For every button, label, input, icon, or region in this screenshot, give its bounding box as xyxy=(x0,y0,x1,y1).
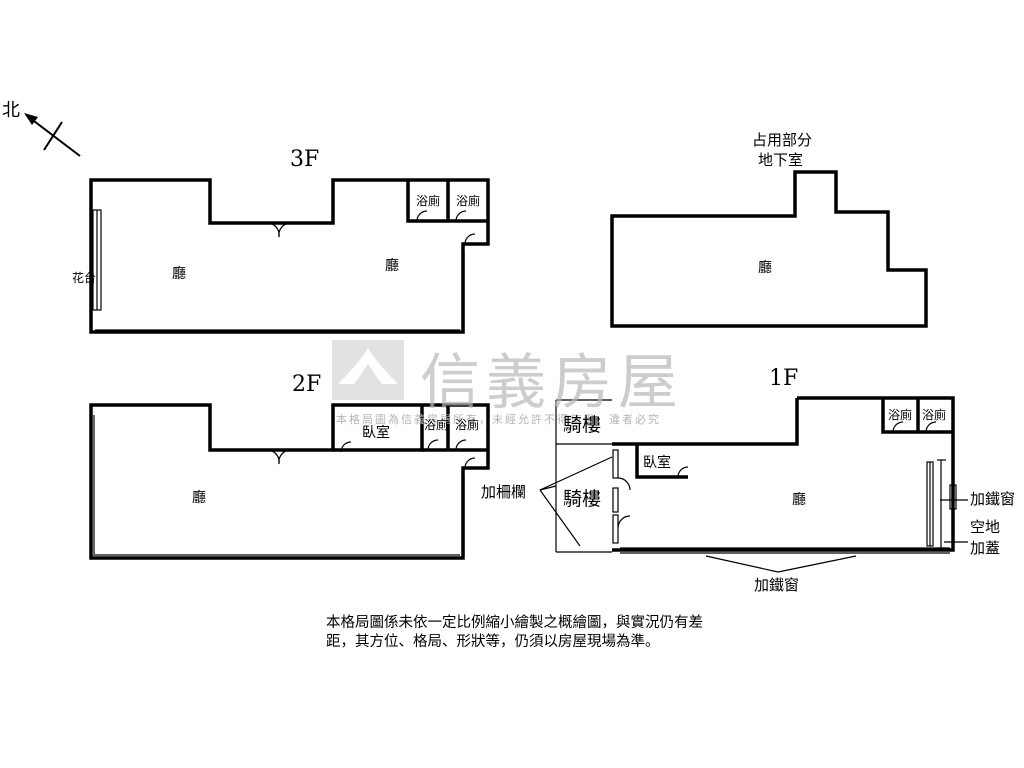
floor-3f-walls xyxy=(89,178,490,334)
basement-title-line1: 占用部分 xyxy=(752,131,813,149)
f1-iron-window-bottom-label: 加鐵窗 xyxy=(754,576,800,594)
disclaimer-note: 本格局圖係未依一定比例縮小繪製之概繪圖，與實況仍有差距，其方位、格局、形狀等，仍… xyxy=(326,615,703,650)
floor-1f-details xyxy=(539,399,968,573)
f1-bedroom-label: 臥室 xyxy=(643,455,671,471)
f1-open-space-line1: 空地 xyxy=(970,518,1001,536)
north-label: 北 xyxy=(2,100,20,121)
f2-bath1-label: 浴廁 xyxy=(424,418,449,432)
floor-label-3f: 3F xyxy=(290,147,320,172)
brand-logo-watermark xyxy=(332,340,404,400)
f1-arcade-top-label: 騎樓 xyxy=(563,414,602,436)
f3-bath2-label: 浴廁 xyxy=(456,194,481,208)
floor-2f-walls xyxy=(89,403,490,560)
floor-3f-details xyxy=(92,209,476,331)
f3-bath1-label: 浴廁 xyxy=(416,194,441,208)
f1-bath2-label: 浴廁 xyxy=(922,408,947,422)
watermark-notice: 本格局圖為信義房屋所有，未經允許不得使用，違者必究 xyxy=(336,413,661,426)
f3-hall-right-label: 廳 xyxy=(385,258,399,274)
basement-title-line2: 地下室 xyxy=(758,151,804,169)
f1-iron-window-right-label: 加鐵窗 xyxy=(970,490,1016,508)
f1-arcade-bottom-label: 騎樓 xyxy=(563,488,602,510)
f1-bath1-label: 浴廁 xyxy=(888,408,913,422)
basement-hall-label: 廳 xyxy=(758,260,772,276)
brand-watermark: 信義房屋 xyxy=(420,348,684,418)
f3-hall-left-label: 廳 xyxy=(172,266,186,282)
f1-open-space-line2: 加蓋 xyxy=(970,539,1001,557)
floor-label-1f: 1F xyxy=(769,366,799,391)
floor-label-2f: 2F xyxy=(292,372,322,397)
f1-railing-label: 加柵欄 xyxy=(481,483,527,501)
floor-1f-walls xyxy=(612,396,955,552)
f2-hall-label: 廳 xyxy=(192,490,206,506)
f1-hall-label: 廳 xyxy=(792,492,806,508)
floor-2f-details xyxy=(93,415,476,556)
f2-bedroom-label: 臥室 xyxy=(362,425,390,441)
f3-planter-label: 花台 xyxy=(72,271,97,285)
f2-bath2-label: 浴廁 xyxy=(455,418,480,432)
basement-walls xyxy=(610,170,928,328)
north-arrow xyxy=(24,113,81,157)
